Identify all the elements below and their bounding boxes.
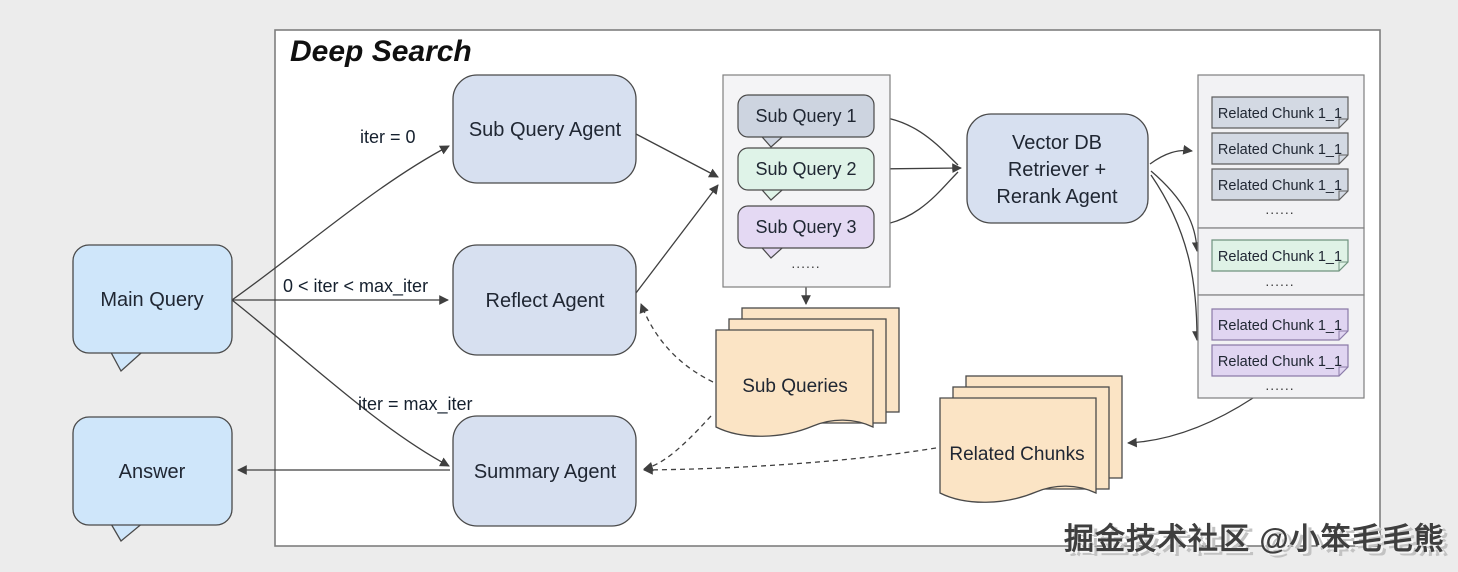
chunk-group-2: Related Chunk 1_1 ......: [1197, 227, 1365, 296]
sub-query-agent-node: Sub Query Agent: [452, 74, 637, 184]
chunk-card: Related Chunk 1_1: [1211, 96, 1349, 129]
summary-agent-node: Summary Agent: [452, 415, 637, 527]
chunk-group-2-ellipsis: ......: [1265, 273, 1294, 289]
related-chunks-document: [939, 397, 1097, 503]
related-chunks-stack: Related Chunks: [939, 375, 1123, 503]
edge-reflectagent-to-subquerylist: [635, 184, 719, 294]
chunk-label: Related Chunk 1_1: [1218, 106, 1342, 122]
chunk-card: Related Chunk 1_1: [1211, 132, 1349, 165]
chunk-group-1-ellipsis: ......: [1265, 201, 1294, 217]
sub-query-1-bubble: [737, 94, 875, 138]
vector-db-label-line1: Vector DB: [1012, 132, 1102, 154]
sub-queries-stack: Sub Queries: [715, 307, 900, 437]
answer-node: Answer: [72, 416, 233, 542]
main-query-label: Main Query: [100, 289, 203, 311]
sub-queries-label: Sub Queries: [742, 376, 848, 397]
sub-query-3-bubble: [737, 205, 875, 249]
edge-label-iter-zero: iter = 0: [360, 127, 416, 147]
watermark: 掘金技术社区 @小笨毛毛熊 掘金技术社区 @小笨毛毛熊 掘金技术社区 @小笨毛毛…: [1064, 522, 1450, 560]
chunk-card: Related Chunk 1_1: [1211, 168, 1349, 201]
watermark-echo-text: 掘金技术社区 @小笨毛毛熊: [1069, 526, 1450, 560]
sub-query-agent-label: Sub Query Agent: [469, 119, 622, 141]
chunk-card: Related Chunk 1_1: [1211, 239, 1349, 272]
sub-query-2-bubble: [737, 147, 875, 191]
summary-agent-box: [452, 415, 637, 527]
vector-db-label-line3: Rerank Agent: [996, 186, 1118, 208]
edge-subqueryagent-to-subquerylist: [635, 133, 719, 178]
sub-query-list: Sub Query 1 Sub Query 2 Sub Query 3 ....…: [722, 74, 891, 288]
edge-vectordb-to-chunkgroup1: [1149, 144, 1193, 165]
main-query-bubble: [72, 244, 233, 354]
sub-query-2-label: Sub Query 2: [755, 159, 856, 179]
sub-queries-document: [715, 329, 874, 437]
reflect-agent-node: Reflect Agent: [452, 244, 637, 356]
vector-db-node: Vector DB Retriever + Rerank Agent: [966, 113, 1149, 224]
sub-query-1-label: Sub Query 1: [755, 106, 856, 126]
sub-query-1-node: Sub Query 1: [737, 94, 875, 148]
edge-label-iter-max: iter = max_iter: [358, 394, 473, 415]
vector-db-label-line2: Retriever +: [1008, 159, 1106, 181]
reflect-agent-box: [452, 244, 637, 356]
dashed-edge-relatedchunks-to-summaryagent: [643, 447, 937, 475]
chunk-group-3: Related Chunk 1_1 Related Chunk 1_1 ....…: [1197, 294, 1365, 399]
edge-mainquery-to-summaryagent: [231, 299, 450, 467]
edge-mainquery-to-subqueryagent: [231, 145, 450, 301]
answer-bubble: [72, 416, 233, 526]
edge-label-iter-mid: 0 < iter < max_iter: [283, 276, 428, 297]
panel-title: Deep Search: [290, 35, 472, 68]
answer-label: Answer: [119, 461, 186, 483]
sub-query-3-node: Sub Query 3: [737, 205, 875, 259]
chunk-label: Related Chunk 1_1: [1218, 142, 1342, 158]
reflect-agent-label: Reflect Agent: [486, 290, 605, 312]
dashed-edge-subqueries-to-reflectagent: [639, 303, 714, 383]
chunk-label: Related Chunk 1_1: [1218, 354, 1342, 370]
chunk-group-1: Related Chunk 1_1 Related Chunk 1_1 Rela…: [1197, 74, 1365, 229]
chunk-label: Related Chunk 1_1: [1218, 318, 1342, 334]
main-query-node: Main Query: [72, 244, 233, 373]
related-chunks-label: Related Chunks: [949, 444, 1084, 465]
chunk-label: Related Chunk 1_1: [1218, 178, 1342, 194]
sub-query-2-node: Sub Query 2: [737, 147, 875, 201]
summary-agent-label: Summary Agent: [474, 461, 617, 483]
sub-query-3-label: Sub Query 3: [755, 217, 856, 237]
chunk-card: Related Chunk 1_1: [1211, 344, 1349, 377]
watermark-text: 掘金技术社区 @小笨毛毛熊: [1064, 522, 1445, 556]
edge-vectordb-to-chunkgroup3: [1150, 174, 1202, 341]
dashed-edge-subqueries-to-summaryagent: [643, 415, 712, 472]
sub-query-agent-box: [452, 74, 637, 184]
chunk-label: Related Chunk 1_1: [1218, 249, 1342, 265]
watermark-highlight-text: 掘金技术社区 @小笨毛毛熊: [1066, 524, 1447, 558]
vector-db-box: [966, 113, 1149, 224]
edge-vectordb-to-chunkgroup2: [1150, 170, 1202, 252]
sub-query-list-ellipsis: ......: [791, 255, 820, 271]
chunk-group-3-ellipsis: ......: [1265, 377, 1294, 393]
chunk-card: Related Chunk 1_1: [1211, 308, 1349, 341]
edge-chunkgroups-to-relatedchunks-stack: [1127, 397, 1254, 448]
